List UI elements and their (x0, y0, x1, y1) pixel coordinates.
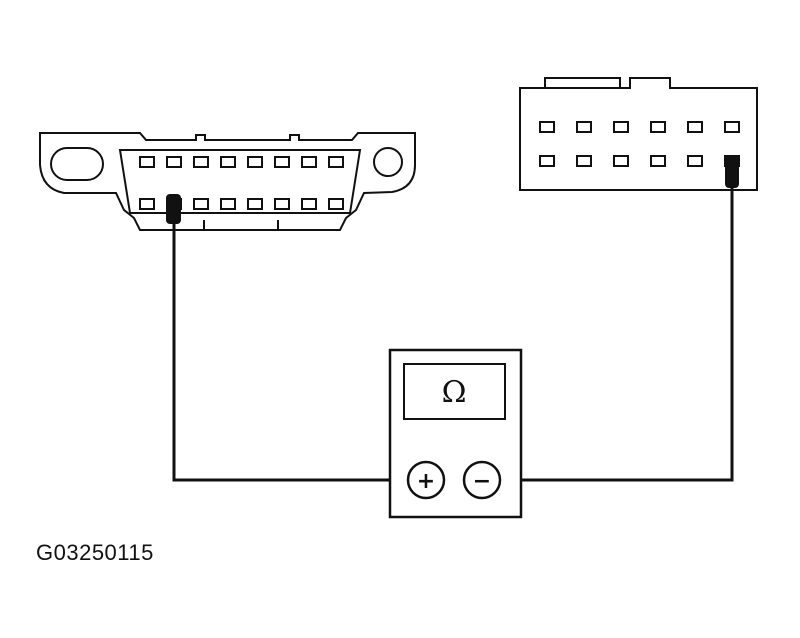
negative-terminal (462, 460, 502, 500)
module-pin-bottom (576, 155, 592, 167)
figure-code: G03250115 (36, 540, 154, 565)
positive-terminal (406, 460, 446, 500)
dlc-pin-top (220, 156, 236, 168)
dlc-pin-top (247, 156, 263, 168)
dlc-pin-bottom (220, 198, 236, 210)
ohmmeter-display (403, 363, 506, 420)
dlc-pin-bottom (139, 198, 155, 210)
module-pin-array (539, 121, 740, 167)
positive-test-lead (172, 218, 408, 482)
dlc-pin-bottom (274, 198, 290, 210)
dlc-pin-top (193, 156, 209, 168)
dlc-pin-bottom (193, 198, 209, 210)
module-pin-top (576, 121, 592, 133)
negative-test-lead (500, 182, 734, 482)
ohmmeter: Ω + − (388, 348, 523, 519)
dlc-pin-housing (118, 149, 362, 214)
module-pin-bottom (650, 155, 666, 167)
module-pin-bottom (613, 155, 629, 167)
module-pin-top (650, 121, 666, 133)
module-pin-top (724, 121, 740, 133)
module-connector-body (519, 77, 758, 191)
dlc-pin-top (274, 156, 290, 168)
dlc-connector-body (39, 132, 416, 231)
module-pin-top (687, 121, 703, 133)
module-pin-top (613, 121, 629, 133)
module-connector (519, 77, 758, 191)
dlc-pin-bottom (247, 198, 263, 210)
negative-probe-tip (725, 156, 739, 188)
negative-terminal-label: − (473, 469, 491, 494)
dlc-right-mount-hole (373, 147, 403, 177)
dlc-connector (39, 132, 416, 231)
module-pin-top (539, 121, 555, 133)
test-leads (172, 182, 734, 482)
module-pin-bottom (539, 155, 555, 167)
ohm-symbol: Ω (442, 375, 467, 410)
dlc-pin-top (166, 156, 182, 168)
dlc-pin-top (139, 156, 155, 168)
positive-terminal-label: + (417, 469, 435, 494)
dlc-pin-top (328, 156, 344, 168)
positive-probe-tip (166, 194, 181, 224)
dlc-pin-bottom (328, 198, 344, 210)
dlc-pin-top (301, 156, 317, 168)
dlc-left-mount-hole (50, 147, 104, 181)
module-pin-bottom (687, 155, 703, 167)
dlc-pin-bottom (301, 198, 317, 210)
